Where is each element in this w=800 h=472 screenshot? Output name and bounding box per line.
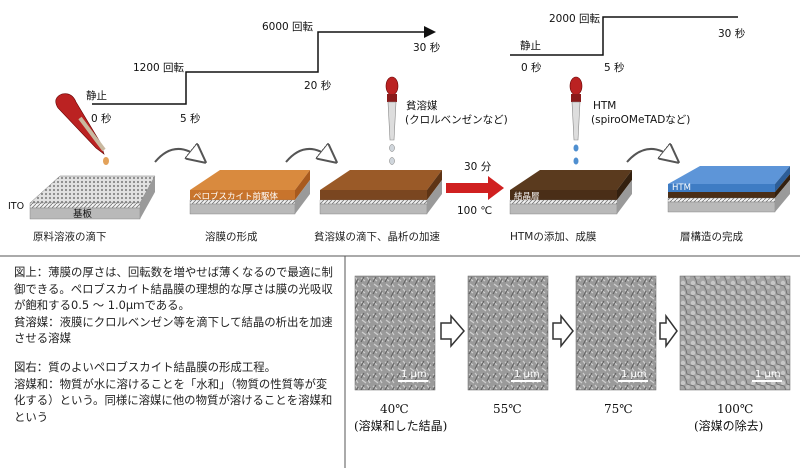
stack-substrate: ITO 基板 (8, 175, 156, 220)
dropper-icon (569, 76, 583, 96)
time-0s-label-2: 0 秒 (521, 61, 542, 74)
spin-profile-2-line (510, 16, 738, 56)
sem-temp-label: 100℃ (717, 402, 753, 416)
sem-image-40c: 1 μm (354, 275, 436, 391)
dropper-htm: HTM (spiroOMeTADなど) (569, 76, 690, 165)
drop-icon (103, 157, 109, 165)
rpm-2000-label: 2000 回転 (549, 13, 601, 25)
ito-layer (29, 202, 141, 209)
dropper-precursor (55, 93, 109, 165)
scale-label: 1 μm (621, 369, 647, 380)
spin-profile-2: 静止 0 秒 2000 回転 5 秒 30 秒 (510, 13, 746, 74)
sem-temp-label: 55℃ (493, 402, 522, 416)
anneal-temp: 100 ℃ (457, 205, 492, 217)
note-right-figure: 図右：質のよいペロブスカイト結晶膜の形成工程。 (14, 359, 276, 374)
htm-label: HTM (593, 100, 616, 112)
htm-example: (spiroOMeTADなど) (591, 114, 690, 126)
htm-layer-label: HTM (672, 183, 691, 193)
dropper-icon (55, 93, 105, 155)
drop-icon (389, 157, 395, 165)
antisolvent-label: 貧溶媒 (406, 99, 438, 112)
crystal-layer (510, 190, 617, 200)
scale-label: 1 μm (755, 369, 781, 380)
anneal-time: 30 分 (464, 161, 492, 173)
antisolvent-example: (クロルベンゼンなど) (405, 114, 508, 126)
time-30s-label-2: 30 秒 (718, 27, 746, 40)
explanation-notes: 図上：薄膜の厚さは、回転数を増やせば薄くなるので最適に制御できる。ペロブスカイト… (14, 264, 336, 425)
sem-image-75c: 1 μm (575, 275, 657, 391)
stack-complete: HTM (667, 166, 790, 213)
substrate-label: 基板 (73, 208, 93, 220)
next-step-arrow (285, 149, 331, 162)
scale-label: 1 μm (401, 369, 427, 380)
dropper-antisolvent: 貧溶媒 (クロルベンゼンなど) (385, 76, 508, 165)
rpm-6000-label: 6000 回転 (262, 21, 314, 33)
sem-temp-label: 75℃ (604, 402, 633, 416)
arrow-icon (440, 313, 465, 349)
arrow-icon (552, 313, 574, 349)
stack-precursor: ペロブスカイト前駆体 (189, 170, 310, 215)
rest-label: 静止 (86, 89, 107, 102)
scale-label: 1 μm (514, 369, 540, 380)
precursor-layer (190, 190, 295, 200)
step-caption: HTMの添加、成膜 (510, 230, 597, 243)
sem-caption: (溶媒の除去) (694, 418, 763, 433)
drop-icon (573, 157, 579, 165)
time-5s-label: 5 秒 (180, 112, 201, 125)
crystallizing-layer (320, 190, 427, 200)
stack-antisolvent (319, 170, 442, 215)
note-antisolvent: 貧溶媒：液膜にクロルベンゼン等を滴下して結晶の析出を加速させる溶媒 (14, 314, 333, 346)
step-caption: 貧溶媒の滴下、晶析の加速 (314, 230, 440, 243)
arrow-icon (659, 313, 678, 349)
htm-layer (668, 184, 775, 192)
dropper-icon (385, 76, 399, 96)
drop-icon (573, 144, 579, 152)
time-0s-label: 0 秒 (91, 112, 112, 125)
time-5s-label-2: 5 秒 (604, 61, 625, 74)
step-caption: 層構造の完成 (680, 230, 743, 243)
next-step-arrow (626, 149, 673, 162)
sem-temp-label: 40℃ (380, 402, 409, 416)
rest-label-2: 静止 (520, 39, 541, 52)
spin-profile-1: 静止 0 秒 1200 回転 5 秒 20 秒 6000 回転 30 秒 (86, 21, 441, 125)
ito-label: ITO (8, 201, 24, 212)
sem-image-100c: 1 μm (679, 275, 791, 391)
time-30s-label: 30 秒 (413, 41, 441, 54)
stack-crystal: 結晶層 (509, 170, 632, 215)
crystal-label: 結晶層 (514, 191, 540, 202)
time-20s-label: 20 秒 (304, 79, 332, 92)
spin-profile-1-line (92, 26, 436, 105)
note-top-figure: 図上：薄膜の厚さは、回転数を増やせば薄くなるので最適に制御できる。ペロブスカイト… (14, 265, 333, 313)
anneal-arrow (446, 176, 504, 200)
step-caption: 原料溶液の滴下 (33, 230, 107, 243)
rpm-1200-label: 1200 回転 (133, 62, 185, 74)
step-caption: 溶膜の形成 (205, 230, 258, 243)
sem-caption: (溶媒和した結晶) (354, 418, 447, 433)
precursor-label: ペロブスカイト前駆体 (193, 191, 279, 202)
sem-image-55c: 1 μm (467, 275, 549, 391)
drop-icon (389, 144, 395, 152)
note-solvation: 溶媒和：物質が水に溶けることを「水和」（物質の性質等が変化する）という。同様に溶… (14, 376, 333, 424)
next-step-arrow (154, 149, 200, 162)
